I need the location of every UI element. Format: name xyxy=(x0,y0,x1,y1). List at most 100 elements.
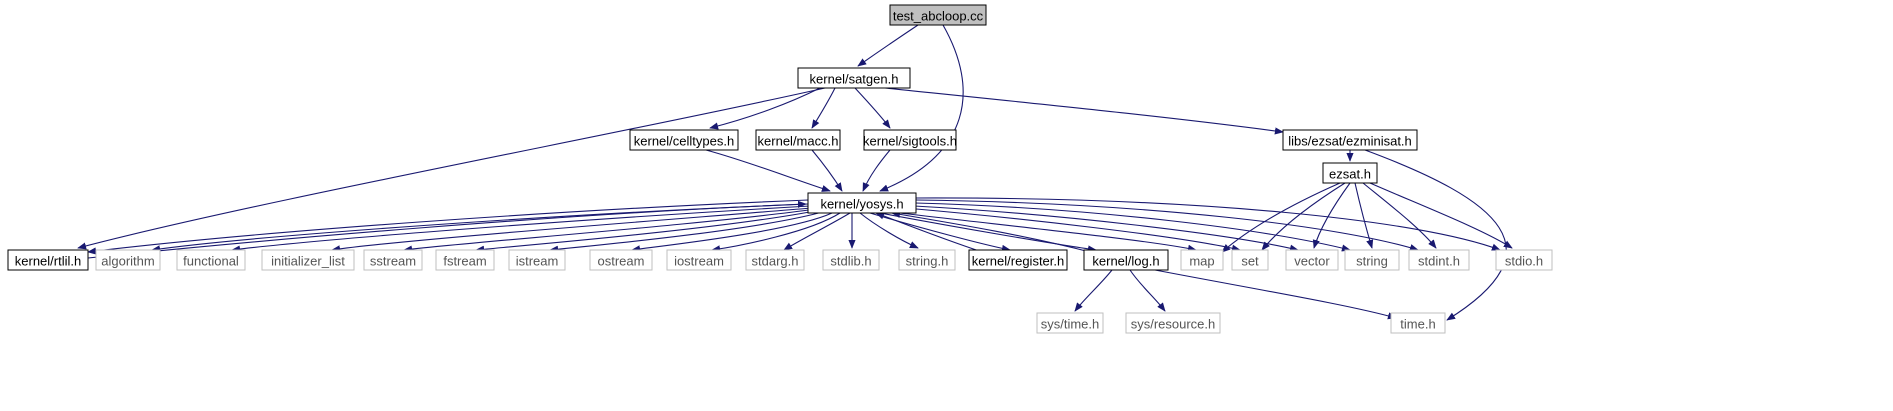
edge-ezsat-to-map xyxy=(1221,182,1341,253)
node-macc-box xyxy=(755,129,841,151)
edge-yosys-to-string_h xyxy=(859,212,919,249)
node-macc[interactable]: kernel/macc.h xyxy=(755,129,841,151)
node-celltypes-label: kernel/celltypes.h xyxy=(634,134,734,149)
node-fstream: fstream xyxy=(435,249,495,271)
node-initializer_list-box xyxy=(261,249,355,271)
edge-yosys-to-ostream xyxy=(631,212,833,253)
edge-ezsat-to-stdint xyxy=(1362,182,1437,249)
node-iostream-box xyxy=(666,249,732,271)
node-vector: vector xyxy=(1285,249,1339,271)
node-systime-box xyxy=(1036,312,1104,334)
edge-log-to-sysresource xyxy=(1129,269,1166,312)
node-register-label: kernel/register.h xyxy=(972,254,1065,269)
node-satgen[interactable]: kernel/satgen.h xyxy=(797,67,911,89)
node-stdio-box xyxy=(1495,249,1553,271)
node-string: string xyxy=(1344,249,1400,271)
edge-yosys-to-register xyxy=(869,212,1011,252)
edge-yosys-to-fstream xyxy=(475,209,821,253)
node-sysresource: sys/resource.h xyxy=(1125,312,1221,334)
node-satgen-box xyxy=(797,67,911,89)
edge-yosys-to-stdint xyxy=(915,199,1419,252)
node-stdarg-label: stdarg.h xyxy=(752,254,799,269)
node-string_h: string.h xyxy=(898,249,956,271)
node-register[interactable]: kernel/register.h xyxy=(968,249,1068,271)
edge-macc-to-yosys xyxy=(811,149,843,192)
node-systime: sys/time.h xyxy=(1036,312,1104,334)
node-rtlil-box xyxy=(7,249,89,271)
node-sysresource-label: sys/resource.h xyxy=(1131,317,1216,332)
node-map: map xyxy=(1180,249,1224,271)
node-string-label: string xyxy=(1356,254,1388,269)
node-stdio-label: stdio.h xyxy=(1505,254,1543,269)
node-ostream: ostream xyxy=(589,249,653,271)
node-systime-label: sys/time.h xyxy=(1041,317,1100,332)
node-ezsat[interactable]: ezsat.h xyxy=(1322,162,1378,184)
node-yosys-label: kernel/yosys.h xyxy=(820,197,903,212)
node-functional: functional xyxy=(176,249,246,271)
edge-log-to-time xyxy=(1154,269,1397,320)
edge-satgen-to-macc xyxy=(811,87,836,129)
node-ezminisat[interactable]: libs/ezsat/ezminisat.h xyxy=(1282,129,1418,151)
node-celltypes[interactable]: kernel/celltypes.h xyxy=(629,129,739,151)
node-test_abcloop[interactable]: test_abcloop.cc xyxy=(889,4,987,26)
node-string-box xyxy=(1344,249,1400,271)
node-initializer_list: initializer_list xyxy=(261,249,355,271)
node-sigtools-label: kernel/sigtools.h xyxy=(863,134,957,149)
edge-yosys-to-map xyxy=(899,212,1197,252)
node-stdint: stdint.h xyxy=(1408,249,1470,271)
node-log-label: kernel/log.h xyxy=(1092,254,1159,269)
node-stdarg: stdarg.h xyxy=(745,249,805,271)
node-initializer_list-label: initializer_list xyxy=(271,254,345,269)
node-log[interactable]: kernel/log.h xyxy=(1083,249,1169,271)
node-macc-label: kernel/macc.h xyxy=(758,134,839,149)
node-set: set xyxy=(1231,249,1269,271)
node-satgen-label: kernel/satgen.h xyxy=(810,72,899,87)
edge-yosys-to-stdio xyxy=(915,197,1501,251)
node-register-box xyxy=(968,249,1068,271)
edge-satgen-to-celltypes xyxy=(709,87,821,130)
edge-test_abcloop-to-yosys xyxy=(879,24,964,192)
node-iostream: iostream xyxy=(666,249,732,271)
node-celltypes-box xyxy=(629,129,739,151)
node-iostream-label: iostream xyxy=(674,254,724,269)
node-vector-label: vector xyxy=(1294,254,1330,269)
edge-yosys-to-istream xyxy=(549,210,827,253)
node-functional-box xyxy=(176,249,246,271)
node-algorithm: algorithm xyxy=(95,249,161,271)
node-istream: istream xyxy=(508,249,566,271)
node-yosys[interactable]: kernel/yosys.h xyxy=(807,192,917,214)
node-sigtools[interactable]: kernel/sigtools.h xyxy=(863,129,957,151)
node-stdlib: stdlib.h xyxy=(822,249,880,271)
node-time-box xyxy=(1390,312,1446,334)
node-ostream-box xyxy=(589,249,653,271)
node-string_h-box xyxy=(898,249,956,271)
edge-sigtools-to-yosys xyxy=(862,149,891,192)
edge-ezsat-to-string xyxy=(1354,182,1374,249)
edge-yosys-to-stdarg xyxy=(783,212,851,251)
node-map-label: map xyxy=(1189,254,1214,269)
node-rtlil[interactable]: kernel/rtlil.h xyxy=(7,249,89,271)
node-time-label: time.h xyxy=(1400,317,1435,332)
node-test_abcloop-label: test_abcloop.cc xyxy=(893,9,984,24)
edge-ezsat-to-set xyxy=(1261,182,1346,251)
node-ezminisat-label: libs/ezsat/ezminisat.h xyxy=(1288,134,1412,149)
edge-yosys-to-initializer_list xyxy=(331,207,813,253)
node-set-box xyxy=(1231,249,1269,271)
edges-layer xyxy=(77,24,1513,321)
node-functional-label: functional xyxy=(183,254,239,269)
edge-test_abcloop-to-satgen xyxy=(857,24,919,67)
node-ezsat-box xyxy=(1322,162,1378,184)
edge-yosys-to-rtlil xyxy=(87,199,809,255)
node-ostream-label: ostream xyxy=(598,254,645,269)
node-stdio: stdio.h xyxy=(1495,249,1553,271)
node-istream-box xyxy=(508,249,566,271)
edge-yosys-to-string xyxy=(914,202,1351,252)
node-log-box xyxy=(1083,249,1169,271)
edge-satgen-to-ezminisat xyxy=(884,87,1284,135)
node-ezsat-label: ezsat.h xyxy=(1329,167,1371,182)
nodes-layer: test_abcloop.cc kernel/satgen.h kernel/cel… xyxy=(7,4,1553,334)
node-stdarg-box xyxy=(745,249,805,271)
node-test_abcloop-box xyxy=(889,4,987,26)
edge-ezsat-to-stdio xyxy=(1369,182,1513,249)
node-fstream-label: fstream xyxy=(443,254,486,269)
